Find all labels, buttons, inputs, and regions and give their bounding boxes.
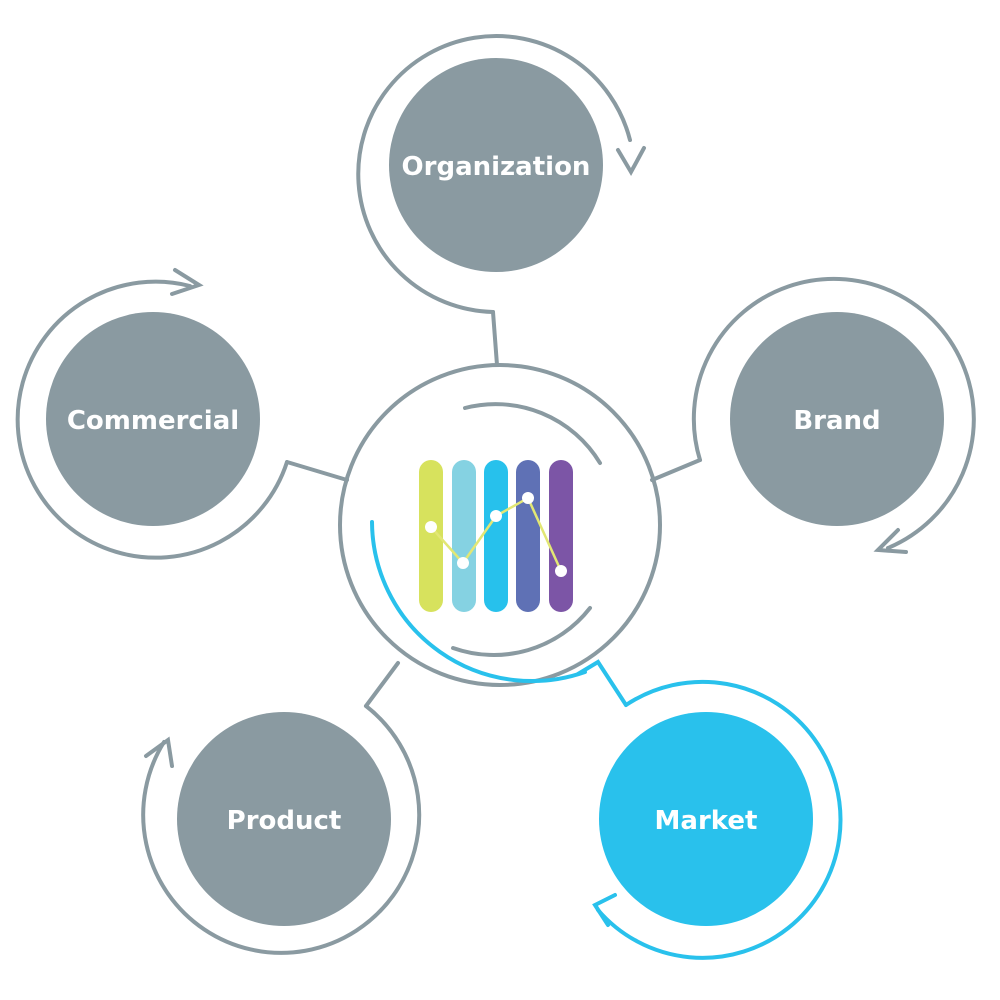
chart-bar-4 xyxy=(516,460,540,612)
organization-label: Organization xyxy=(402,152,591,182)
commercial-label: Commercial xyxy=(67,406,239,436)
hub-accent-arc xyxy=(370,520,587,684)
chart-bar-5 xyxy=(549,460,573,612)
connectors xyxy=(285,310,702,708)
brand-label: Brand xyxy=(793,406,880,436)
bar-line-chart-icon xyxy=(419,460,573,612)
chart-point-3 xyxy=(490,510,502,522)
connector-brand xyxy=(650,458,702,482)
chart-point-5 xyxy=(555,565,567,577)
node-brand: Brand xyxy=(691,276,976,554)
product-arrowhead-icon xyxy=(144,736,174,768)
market-label: Market xyxy=(655,806,758,836)
market-circle xyxy=(599,712,813,926)
node-market: Market xyxy=(592,679,843,960)
connector-organization xyxy=(491,310,499,367)
chart-bar-1 xyxy=(419,460,443,612)
commercial-circle xyxy=(46,312,260,526)
chart-point-4 xyxy=(522,492,534,504)
connector-commercial xyxy=(285,460,349,482)
chart-point-2 xyxy=(457,557,469,569)
hub-inner-arc-top xyxy=(463,402,602,465)
chart-point-1 xyxy=(425,521,437,533)
brand-circle xyxy=(730,312,944,526)
organization-ring-arc xyxy=(356,34,632,314)
hub-outer-ring xyxy=(338,363,662,687)
hub-inner-arc-bottom xyxy=(451,606,592,657)
connector-market xyxy=(576,659,628,707)
node-product: Product xyxy=(141,704,422,955)
chart-bar-3 xyxy=(484,460,508,612)
organization-circle xyxy=(389,58,603,272)
organization-arrowhead-icon xyxy=(616,146,646,177)
hub xyxy=(338,363,662,687)
market-ring-arc xyxy=(596,679,843,960)
product-circle xyxy=(177,712,391,926)
market-arrowhead-icon xyxy=(592,893,617,927)
node-organization: Organization xyxy=(356,34,646,314)
commercial-arrowhead-icon xyxy=(170,268,204,296)
node-commercial: Commercial xyxy=(15,268,289,560)
connector-product xyxy=(364,661,400,708)
product-label: Product xyxy=(227,806,342,836)
chart-bar-2 xyxy=(452,460,476,612)
brand-ring-arc xyxy=(691,276,976,550)
product-ring-arc xyxy=(141,704,422,955)
commercial-ring-arc xyxy=(15,279,289,560)
brand-arrowhead-icon xyxy=(873,528,908,554)
